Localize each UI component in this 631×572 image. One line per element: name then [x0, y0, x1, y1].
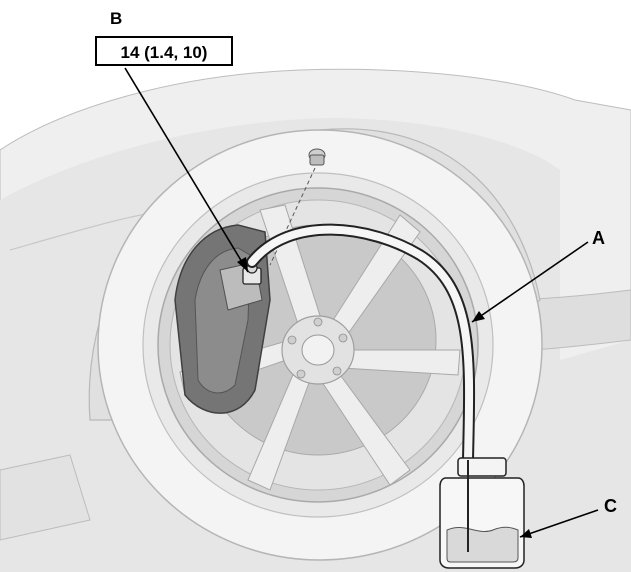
lug-nut	[313, 317, 323, 327]
leader-arrowheads	[237, 257, 532, 538]
leader-lines	[124, 67, 599, 538]
lug-nut	[338, 333, 348, 343]
callout-b-letter: B	[110, 9, 122, 28]
bleeder-cap-dashline	[269, 167, 316, 266]
arrowhead-a	[472, 311, 485, 322]
bleeder-cap-body	[309, 154, 325, 166]
container-fluid	[446, 526, 519, 563]
lug-nut	[296, 369, 306, 379]
lug-nuts	[287, 317, 348, 379]
center-cap	[301, 334, 335, 366]
leader-line-c	[519, 509, 599, 538]
callout-b: B 14 (1.4, 10)	[95, 9, 233, 66]
fluid-container	[439, 457, 525, 569]
front-bumper-lip	[0, 454, 91, 541]
lug-nut	[287, 335, 297, 345]
bleeder-hose	[246, 223, 476, 466]
arrowhead-c	[520, 529, 532, 538]
torque-spec-text: 14 (1.4, 10)	[121, 43, 208, 62]
leader-line-a	[471, 241, 589, 323]
callout-c-letter: C	[604, 496, 617, 516]
arrowhead-b	[237, 257, 248, 272]
container-neck	[457, 457, 507, 477]
torque-spec-box	[95, 36, 233, 66]
bleeder-cap	[269, 148, 326, 266]
leader-line-b	[124, 67, 249, 273]
lug-nut	[332, 366, 342, 376]
callout-a-letter: A	[592, 228, 605, 248]
hose-inner	[248, 225, 474, 464]
